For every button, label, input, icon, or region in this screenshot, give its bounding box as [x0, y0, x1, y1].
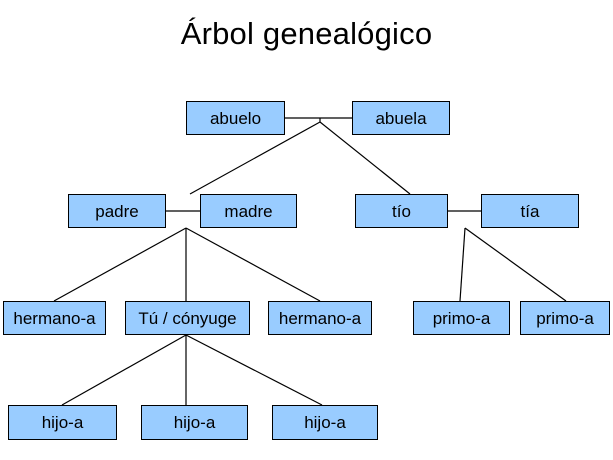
node-hijo1[interactable]: hijo-a — [8, 405, 117, 440]
node-label: hijo-a — [173, 413, 216, 432]
node-abuelo[interactable]: abuelo — [186, 101, 285, 135]
node-label: abuelo — [209, 108, 262, 128]
node-label: Tú / cónyuge — [138, 308, 237, 328]
node-tio[interactable]: tío — [355, 194, 448, 228]
edge-tios-primo1 — [459, 227, 466, 302]
edge-yo-hijo1 — [61, 334, 187, 406]
edge-tios-primo2 — [464, 227, 567, 302]
node-primo2[interactable]: primo-a — [520, 301, 610, 335]
node-primo1[interactable]: primo-a — [413, 301, 510, 335]
node-label: padre — [95, 201, 139, 221]
node-label: hermano-a — [13, 308, 96, 328]
page-title: Árbol genealógico — [180, 16, 433, 51]
node-tia[interactable]: tía — [481, 194, 579, 228]
edge-padres-hermano1 — [53, 227, 187, 302]
node-label: tío — [392, 201, 411, 221]
edge-padres-hermano2 — [185, 227, 321, 302]
node-label: abuela — [375, 108, 427, 128]
node-label: tía — [520, 201, 540, 221]
node-abuela[interactable]: abuela — [352, 101, 450, 135]
node-label: hijo-a — [304, 413, 346, 432]
node-hermano1[interactable]: hermano-a — [3, 301, 106, 335]
edge-yo-hijo3 — [185, 334, 323, 406]
node-label: primo-a — [536, 308, 594, 328]
node-label: madre — [224, 201, 273, 221]
node-label: hijo-a — [41, 413, 84, 432]
node-hijo2[interactable]: hijo-a — [141, 405, 248, 440]
node-hermano2[interactable]: hermano-a — [268, 301, 372, 335]
node-padre[interactable]: padre — [68, 194, 166, 228]
node-label: hermano-a — [278, 308, 362, 328]
node-madre[interactable]: madre — [200, 194, 297, 228]
node-hijo3[interactable]: hijo-a — [272, 405, 378, 440]
node-yo[interactable]: Tú / cónyuge — [125, 301, 250, 335]
node-label: primo-a — [432, 308, 491, 328]
